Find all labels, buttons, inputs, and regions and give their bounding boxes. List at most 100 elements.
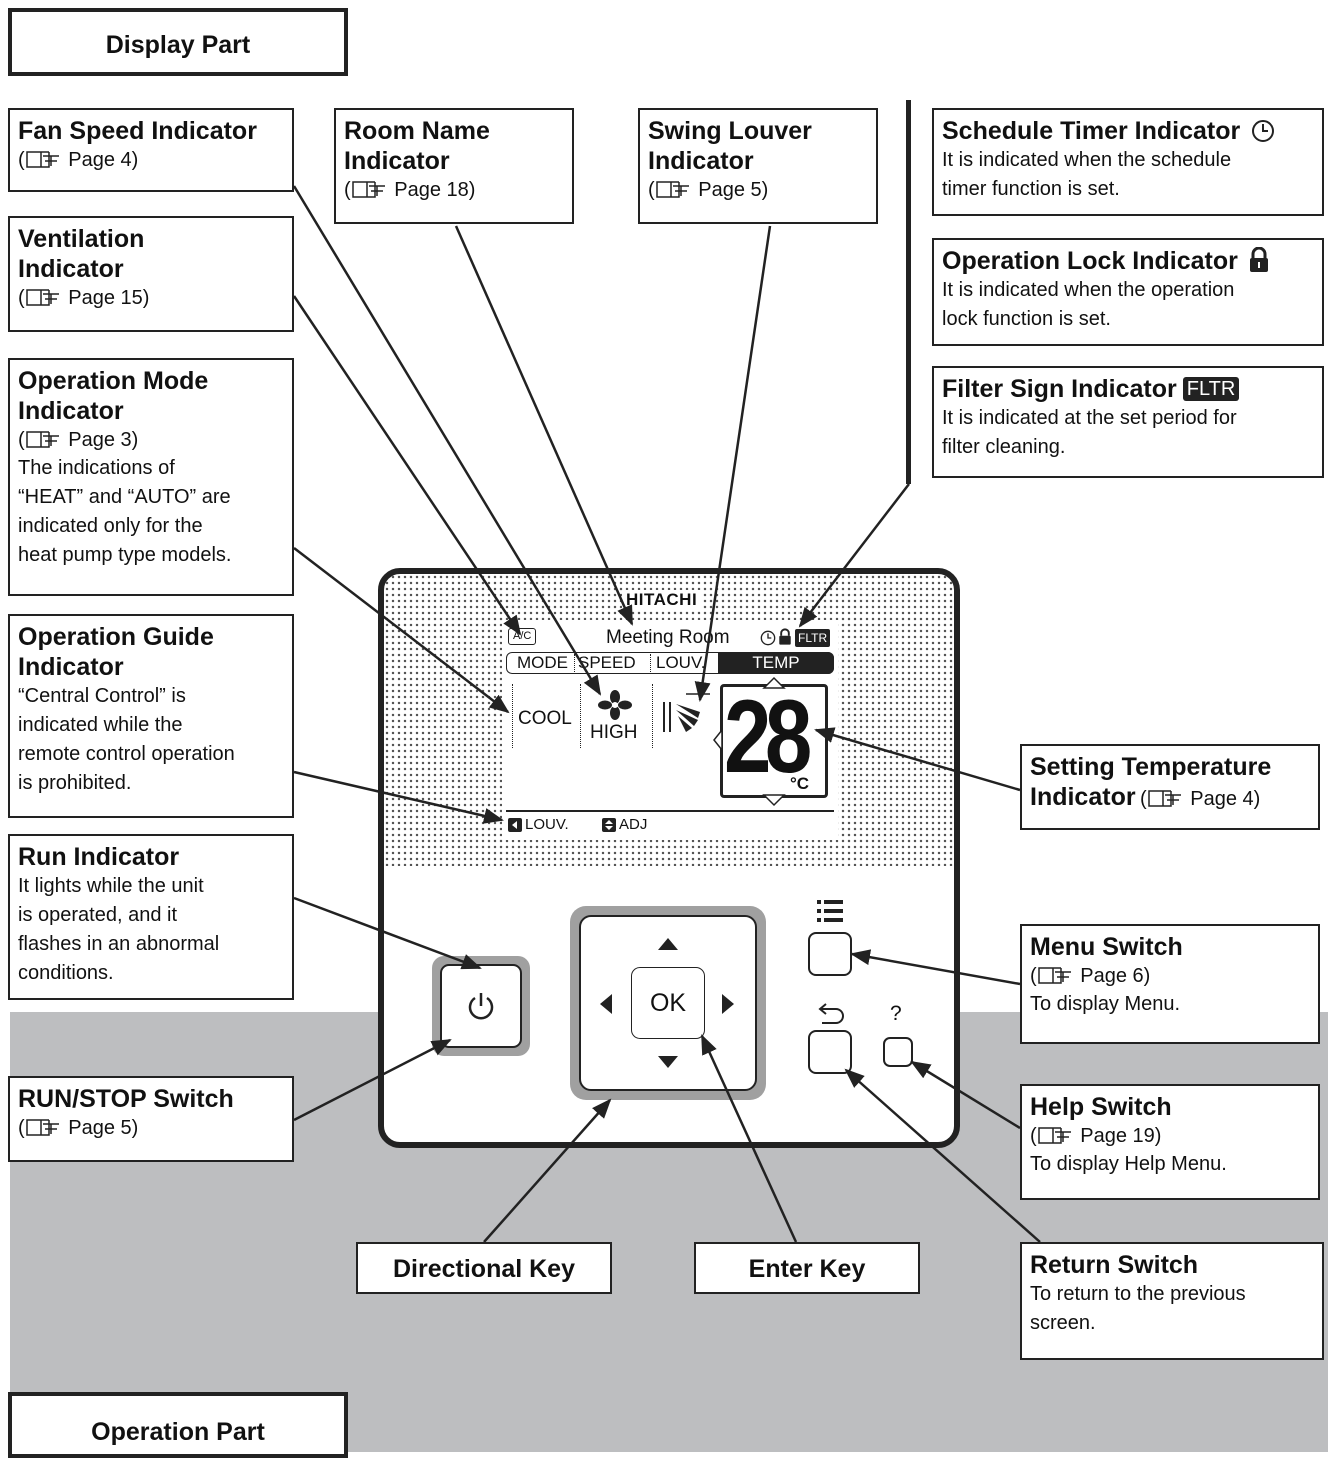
fan-value: HIGH bbox=[590, 722, 638, 743]
guide-adjust: ADJ bbox=[619, 816, 648, 833]
run-indicator-desc-4: conditions. bbox=[18, 962, 114, 984]
fltr-indicator: FLTR bbox=[795, 629, 831, 647]
room-name-title-1: Room Name bbox=[344, 117, 490, 145]
menu-switch-desc: To display Menu. bbox=[1030, 993, 1181, 1015]
operation-guide-desc-4: is prohibited. bbox=[18, 772, 132, 794]
help-symbol: ? bbox=[890, 1002, 902, 1025]
return-icon bbox=[818, 1003, 844, 1024]
menu-button[interactable] bbox=[808, 932, 852, 976]
room-name-title-2: Indicator bbox=[344, 147, 450, 175]
swing-louver-title-2: Indicator bbox=[648, 147, 754, 175]
louver-icon bbox=[663, 693, 710, 732]
operation-guide-title-1: Operation Guide bbox=[18, 623, 214, 651]
return-switch-callout: Return Switch To return to the previous … bbox=[1020, 1242, 1324, 1360]
clock-icon bbox=[1251, 120, 1274, 142]
swing-louver-callout: Swing Louver Indicator ( Page 5) bbox=[638, 108, 878, 224]
book-reference-icon bbox=[25, 289, 59, 306]
arrow-left-icon[interactable] bbox=[598, 992, 614, 1016]
arrow-up-icon[interactable] bbox=[656, 936, 680, 952]
tab-temp[interactable]: TEMP bbox=[718, 652, 834, 674]
schedule-timer-callout: Schedule Timer Indicator It is indicated… bbox=[932, 108, 1324, 216]
power-icon bbox=[468, 993, 494, 1020]
setting-temperature-callout: Setting Temperature Indicator ( Page 4) bbox=[1020, 744, 1320, 830]
lock-icon bbox=[1250, 247, 1269, 272]
directional-key-title: Directional Key bbox=[392, 1255, 575, 1283]
run-stop-callout: RUN/STOP Switch ( Page 5) bbox=[8, 1076, 294, 1162]
caret-updown-icon bbox=[605, 820, 613, 830]
help-switch-ref: Page 19 bbox=[1080, 1125, 1155, 1147]
help-switch-callout: Help Switch ( Page 19) To display Help M… bbox=[1020, 1084, 1320, 1200]
setting-temp-title-2: Indicator bbox=[1030, 783, 1136, 811]
fan-speed-ref: Page 4 bbox=[68, 149, 132, 171]
fan-speed-callout: Fan Speed Indicator ( Page 4) bbox=[8, 108, 294, 192]
book-reference-icon bbox=[25, 431, 59, 448]
help-switch-title: Help Switch bbox=[1030, 1093, 1172, 1121]
schedule-timer-desc-1: It is indicated when the schedule bbox=[942, 149, 1232, 171]
temperature-value: 28 bbox=[724, 679, 812, 795]
operation-guide-desc-2: indicated while the bbox=[18, 714, 183, 736]
run-indicator-callout: Run Indicator It lights while the unit i… bbox=[8, 834, 294, 1000]
return-switch-title: Return Switch bbox=[1030, 1251, 1199, 1279]
tab-speed[interactable]: SPEED bbox=[578, 653, 636, 672]
operation-mode-desc-2: “HEAT” and “AUTO” are bbox=[18, 486, 231, 508]
book-reference-icon bbox=[655, 181, 689, 198]
operation-part-header: Operation Part bbox=[8, 1392, 348, 1458]
ventilation-title-2: Indicator bbox=[18, 255, 124, 283]
vertical-divider bbox=[906, 100, 911, 484]
ventilation-ref: Page 15 bbox=[68, 287, 143, 309]
fan-icon bbox=[598, 690, 632, 720]
return-switch-desc-2: screen. bbox=[1030, 1312, 1096, 1334]
tab-louver[interactable]: LOUV. bbox=[656, 653, 706, 672]
run-indicator-title: Run Indicator bbox=[18, 843, 180, 871]
run-indicator-desc-3: flashes in an abnormal bbox=[18, 933, 220, 955]
tab-mode[interactable]: MODE bbox=[517, 653, 568, 672]
return-switch-desc-1: To return to the previous bbox=[1030, 1283, 1246, 1305]
operation-mode-title-2: Indicator bbox=[18, 397, 124, 425]
menu-switch-callout: Menu Switch ( Page 6) To display Menu. bbox=[1020, 924, 1320, 1044]
menu-switch-ref: Page 6 bbox=[1080, 965, 1144, 987]
run-indicator-desc-2: is operated, and it bbox=[18, 904, 177, 926]
menu-switch-title: Menu Switch bbox=[1030, 933, 1183, 961]
operation-lock-title: Operation Lock Indicator bbox=[942, 247, 1238, 275]
operation-mode-ref: Page 3 bbox=[68, 429, 132, 451]
help-switch-desc: To display Help Menu. bbox=[1030, 1153, 1227, 1175]
swing-louver-ref: Page 5 bbox=[698, 179, 762, 201]
setting-temp-title-1: Setting Temperature bbox=[1030, 753, 1272, 781]
operation-part-label: Operation Part bbox=[91, 1418, 265, 1446]
run-stop-ref: Page 5 bbox=[68, 1117, 132, 1139]
filter-sign-desc-2: filter cleaning. bbox=[942, 436, 1066, 458]
guide-separator bbox=[506, 810, 834, 812]
book-reference-icon bbox=[1037, 967, 1071, 984]
operation-guide-desc-1: “Central Control” is bbox=[18, 685, 186, 707]
directional-key-callout: Directional Key bbox=[356, 1242, 612, 1294]
arrow-down-icon[interactable] bbox=[656, 1054, 680, 1070]
lock-icon bbox=[779, 628, 791, 645]
ok-button-label: OK bbox=[649, 989, 687, 1017]
room-name-callout: Room Name Indicator ( Page 18) bbox=[334, 108, 574, 224]
book-reference-icon bbox=[25, 1119, 59, 1136]
return-button[interactable] bbox=[808, 1030, 852, 1074]
setting-temp-ref: Page 4 bbox=[1190, 788, 1254, 810]
book-reference-icon bbox=[351, 181, 385, 198]
operation-guide-callout: Operation Guide Indicator “Central Contr… bbox=[8, 614, 294, 818]
filter-sign-title: Filter Sign Indicator bbox=[942, 375, 1177, 403]
operation-mode-desc-3: indicated only for the bbox=[18, 515, 203, 537]
help-button[interactable] bbox=[883, 1037, 913, 1067]
room-name-display: Meeting Room bbox=[606, 627, 730, 649]
arrow-down-icon bbox=[762, 794, 786, 807]
ok-button[interactable]: OK bbox=[631, 967, 705, 1039]
book-reference-icon bbox=[25, 151, 59, 168]
fltr-badge: FLTR bbox=[1182, 377, 1240, 401]
schedule-timer-title: Schedule Timer Indicator bbox=[942, 117, 1241, 145]
operation-lock-desc-1: It is indicated when the operation bbox=[942, 279, 1235, 301]
arrow-right-icon[interactable] bbox=[720, 992, 736, 1016]
run-stop-title: RUN/STOP Switch bbox=[18, 1085, 234, 1113]
room-name-ref: Page 18 bbox=[394, 179, 469, 201]
temperature-unit: °C bbox=[790, 774, 810, 793]
enter-key-title: Enter Key bbox=[748, 1255, 866, 1283]
guide-louver: LOUV. bbox=[525, 816, 569, 833]
ac-tag: A/C bbox=[508, 628, 537, 645]
book-reference-icon bbox=[1147, 790, 1181, 807]
operation-mode-desc-4: heat pump type models. bbox=[18, 544, 232, 566]
schedule-timer-desc-2: timer function is set. bbox=[942, 178, 1120, 200]
